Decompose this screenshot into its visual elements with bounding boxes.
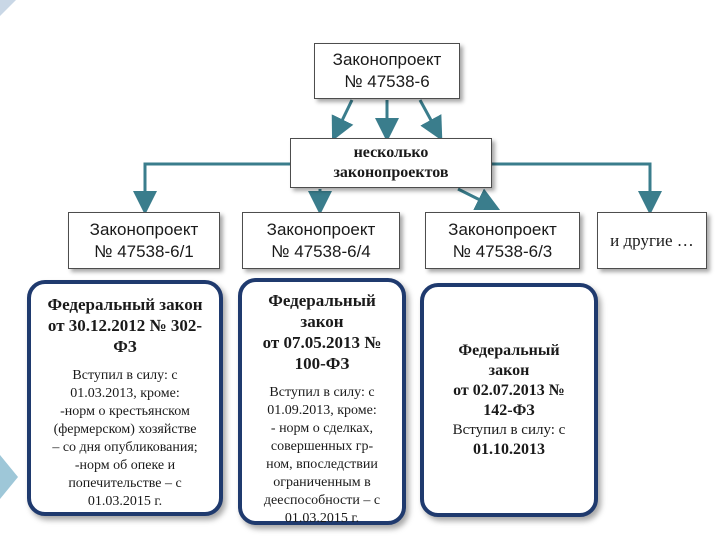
others-box: и другие … (597, 212, 707, 269)
split-box: несколько законопроектов (290, 138, 492, 188)
law-title-line: Федеральный (268, 291, 376, 310)
law-box-1: Федеральный закон от 30.12.2012 № 302- Ф… (27, 280, 223, 516)
law-title-line: ФЗ (113, 337, 137, 356)
law-title-line: от 07.05.2013 № (262, 333, 382, 352)
bill-box-3: Законопроект № 47538-6/3 (425, 212, 580, 269)
law-title: Федеральный закон от 30.12.2012 № 302- Ф… (47, 294, 202, 357)
law-box-2: Федеральный закон от 07.05.2013 № 100-ФЗ… (238, 278, 406, 528)
law-note-line: – со дня опубликования; (52, 440, 198, 455)
bill-label: Законопроект (89, 219, 199, 239)
law-title-line: закон (300, 312, 344, 331)
law-note-line: попечительстве – с (68, 476, 182, 491)
law-note-line: 01.03.2015 г. (284, 511, 360, 526)
law-title-line: 100-ФЗ (294, 354, 350, 373)
bill-number: № 47538-6/1 (94, 241, 194, 261)
law-note-line: 01.03.2013, кроме: (70, 386, 180, 401)
arrow-to-bill-3 (457, 187, 501, 211)
corner-decoration (0, 0, 16, 16)
law-note-line: 01.03.2015 г. (87, 494, 163, 509)
law-note: Вступил в силу: с 01.09.2013, кроме: - н… (264, 384, 380, 528)
law-note-line: 01.09.2013, кроме: (267, 403, 377, 418)
law-note-line: дееспособности – с (263, 493, 381, 508)
bill-label: Законопроект (448, 219, 557, 239)
law-box-3: Федеральный закон от 02.07.2013 № 142-ФЗ… (420, 283, 598, 517)
law-note-line: - норм о сделках, (270, 421, 374, 436)
arrow-to-bill-1 (133, 162, 290, 215)
others-label: и другие … (610, 230, 694, 250)
law-title-line: 142-ФЗ (483, 401, 535, 419)
split-line-2: законопроектов (333, 164, 449, 181)
law-note: Вступил в силу: с (453, 421, 566, 440)
bill-number: № 47538-6/4 (271, 241, 371, 261)
law-title: Федеральный закон от 02.07.2013 № 142-ФЗ (453, 341, 565, 421)
root-bill-box: Законопроект № 47538-6 (314, 43, 460, 99)
bill-label: Законопроект (266, 219, 376, 239)
law-title-line: от 02.07.2013 № (453, 381, 565, 399)
law-note: Вступил в силу: с 01.03.2013, кроме: -но… (52, 367, 197, 511)
law-title-line: Федеральный закон (47, 295, 203, 314)
law-title-line: Федеральный (458, 341, 560, 359)
law-note-line: -норм о крестьянском (60, 404, 190, 419)
law-note-line: Вступил в силу: с (269, 385, 375, 400)
law-note-line: ограниченным в (273, 475, 371, 490)
root-bill-label: Законопроект (332, 50, 442, 69)
law-title-line: от 30.12.2012 № 302- (47, 316, 203, 335)
bill-number: № 47538-6/3 (452, 241, 553, 261)
split-line-1: несколько (353, 144, 429, 161)
bill-box-2: Законопроект № 47538-6/4 (242, 212, 400, 269)
law-note-line: (фермерском) хозяйстве (53, 422, 197, 437)
arrow-root-left (331, 99, 354, 142)
law-effective-date: 01.10.2013 (473, 440, 545, 458)
law-note-line: совершенных гр- (270, 439, 374, 454)
arrow-root-right (418, 99, 443, 141)
law-note-line: ном, впоследствии (266, 457, 378, 472)
root-bill-number: № 47538-6 (344, 72, 430, 91)
law-title-line: закон (488, 361, 530, 379)
law-note-line: Вступил в силу: с (72, 368, 178, 383)
law-note-line: Вступил в силу: с (452, 421, 566, 438)
bill-box-1: Законопроект № 47538-6/1 (68, 212, 220, 269)
law-title: Федеральный закон от 07.05.2013 № 100-ФЗ (263, 290, 382, 374)
arrow-to-others (492, 162, 662, 215)
law-note-line: -норм об опеке и (74, 458, 176, 473)
side-decoration (0, 455, 18, 499)
